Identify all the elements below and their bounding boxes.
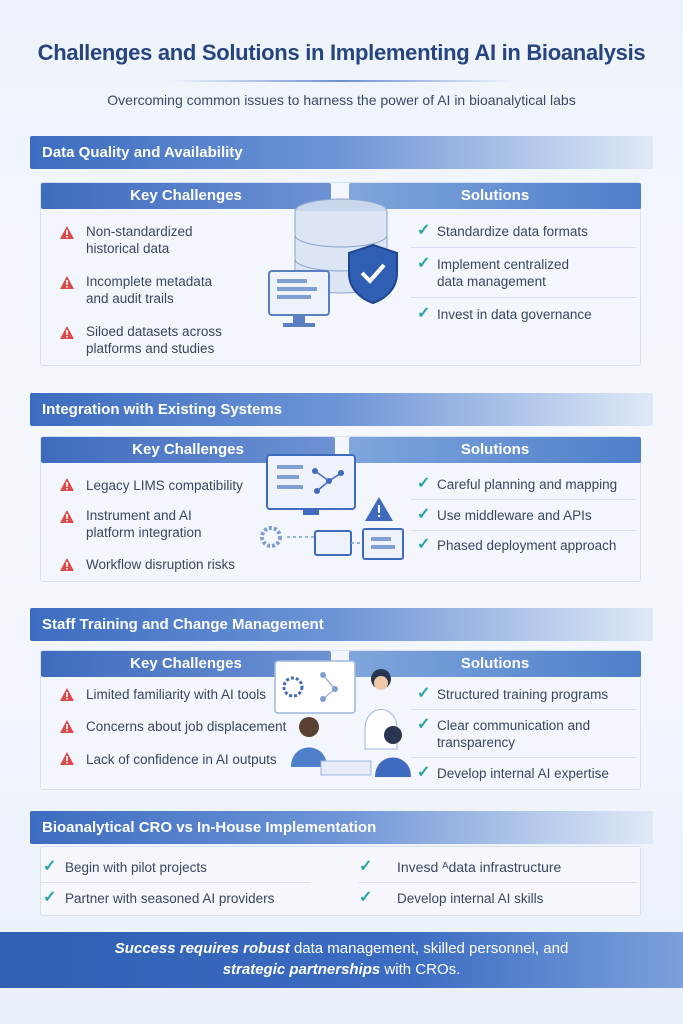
section-heading-data-quality: Data Quality and Availability xyxy=(30,136,653,169)
solutions-header: Solutions xyxy=(349,183,641,209)
training-people-icon xyxy=(274,660,411,777)
divider xyxy=(359,882,637,883)
warning-triangle-icon xyxy=(60,752,74,765)
cro-item: Begin with pilot projects xyxy=(65,860,207,875)
checkmark-icon: ✓ xyxy=(417,506,431,523)
checkmark-icon: ✓ xyxy=(43,889,57,906)
section-heading-cro: Bioanalytical CRO vs In-House Implementa… xyxy=(30,811,653,844)
checkmark-icon: ✓ xyxy=(417,305,431,322)
challenge-item: Limited familiarity with AI tools xyxy=(86,687,267,702)
challenges-header: Key Challenges xyxy=(41,183,331,209)
footer-banner: Success requires robust data management,… xyxy=(0,932,683,988)
section-panel-staff-training: Key Challenges Solutions Limited familia… xyxy=(40,650,641,790)
database-shield-icon xyxy=(268,198,398,327)
checkmark-icon: ✓ xyxy=(359,889,373,906)
checkmark-icon: ✓ xyxy=(417,716,431,733)
divider xyxy=(41,882,311,883)
footer-text: data management, skilled personnel, and xyxy=(289,940,569,957)
challenge-item: Lack of confidence in AI outputs xyxy=(86,752,277,767)
solution-item: Use middleware and APIs xyxy=(437,508,592,523)
checkmark-icon: ✓ xyxy=(417,685,431,702)
divider xyxy=(411,530,636,531)
checkmark-icon: ✓ xyxy=(417,536,431,553)
systems-integration-icon xyxy=(260,454,404,560)
warning-triangle-icon xyxy=(60,688,74,701)
cro-item: Develop internal AI skills xyxy=(397,891,544,906)
footer-emphasis: Success requires robust xyxy=(114,940,290,957)
challenge-item: Concerns about job displacement xyxy=(86,719,287,734)
warning-triangle-icon xyxy=(60,558,74,571)
warning-triangle-icon xyxy=(60,478,74,491)
divider xyxy=(411,499,636,500)
warning-triangle-icon xyxy=(60,326,74,339)
warning-triangle-icon xyxy=(60,276,74,289)
solution-item: Phased deployment approach xyxy=(437,538,617,553)
checkmark-icon: ✓ xyxy=(417,475,431,492)
section-heading-staff-training: Staff Training and Change Management xyxy=(30,608,653,641)
checkmark-icon: ✓ xyxy=(417,255,431,272)
section-panel-cro: ✓ Begin with pilot projects ✓ Partner wi… xyxy=(40,846,641,916)
challenge-item: Workflow disruption risks xyxy=(86,557,236,572)
footer-emphasis: strategic partnerships xyxy=(222,961,381,978)
solution-item: Careful planning and mapping xyxy=(437,477,618,492)
solution-item: Develop internal AI expertise xyxy=(437,766,609,781)
cro-item: Partner with seasoned AI providers xyxy=(65,891,275,906)
page-title: Challenges and Solutions in Implementing… xyxy=(37,40,646,65)
footer-text: with CROs. xyxy=(380,961,461,978)
warning-triangle-icon xyxy=(60,720,74,733)
challenge-item: Legacy LIMS compatibility xyxy=(86,478,243,493)
divider xyxy=(411,297,636,298)
solutions-header: Solutions xyxy=(349,437,641,463)
checkmark-icon: ✓ xyxy=(359,858,373,875)
solution-item: Structured training programs xyxy=(437,687,609,702)
warning-triangle-icon xyxy=(60,226,74,239)
solution-item: Invest in data governance xyxy=(437,307,592,322)
title-underline xyxy=(170,80,515,82)
section-heading-integration: Integration with Existing Systems xyxy=(30,393,653,426)
cro-item: Invesd ᴬdata infrastructure xyxy=(397,859,562,875)
checkmark-icon: ✓ xyxy=(417,222,431,239)
section-panel-data-quality: Key Challenges Solutions Non-standardize… xyxy=(40,182,641,366)
page-subtitle: Overcoming common issues to harness the … xyxy=(107,92,576,108)
solutions-header: Solutions xyxy=(349,651,641,677)
checkmark-icon: ✓ xyxy=(417,764,431,781)
section-panel-integration: Key Challenges Solutions Legacy LIMS com… xyxy=(40,436,641,582)
divider xyxy=(411,709,636,710)
divider xyxy=(411,757,636,758)
checkmark-icon: ✓ xyxy=(43,858,57,875)
solution-item: Standardize data formats xyxy=(437,224,588,239)
warning-triangle-icon xyxy=(60,510,74,523)
divider xyxy=(411,247,636,248)
